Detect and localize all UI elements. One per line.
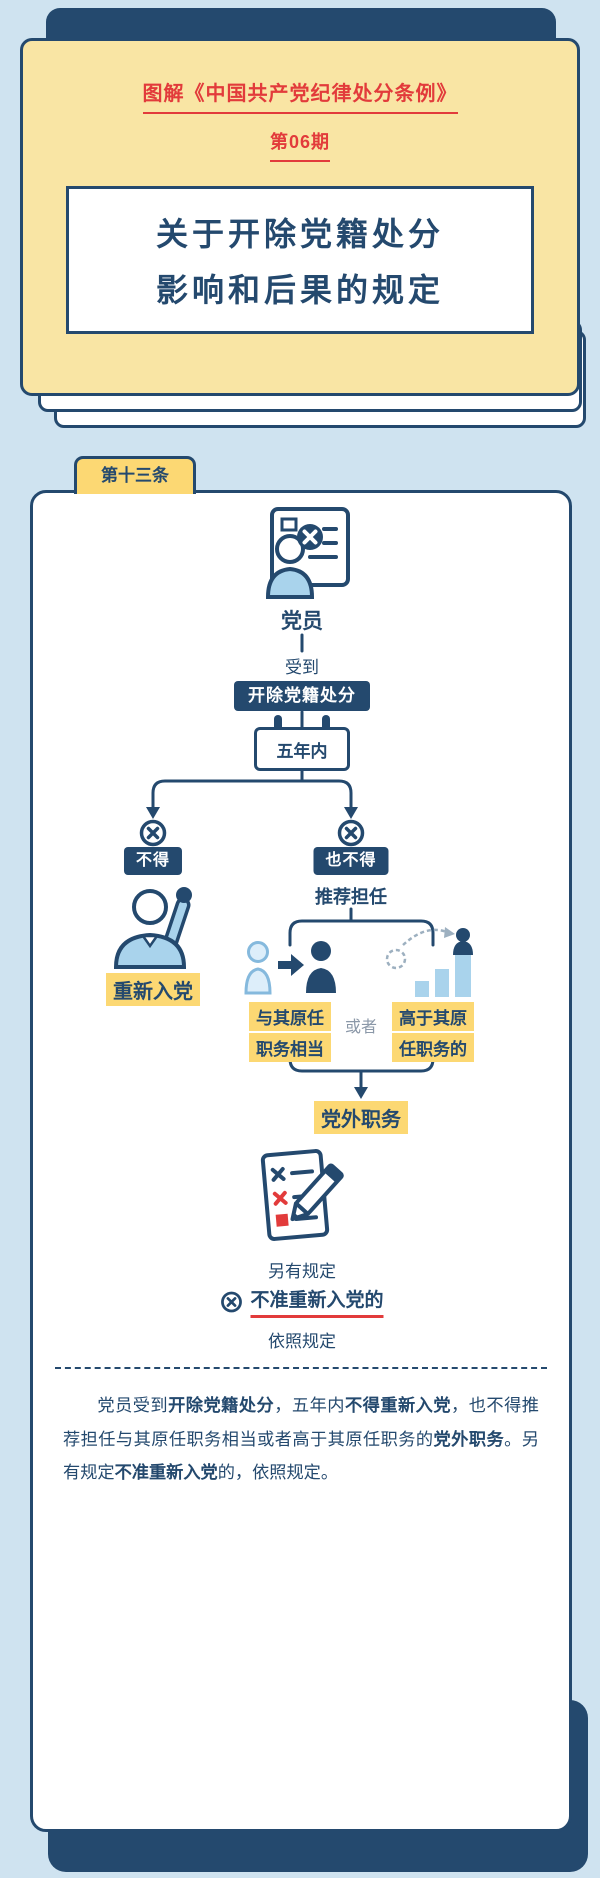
raised-fist-member-icon xyxy=(108,881,198,969)
summary-segment: 的，依照规定。 xyxy=(217,1462,339,1483)
cross-circle-icon xyxy=(220,1291,242,1313)
expelled-member-document-icon xyxy=(252,505,352,599)
cross-circle-icon xyxy=(139,819,167,847)
may-not-badge: 不得 xyxy=(123,847,183,875)
series-title: 图解《中国共产党纪律处分条例》 xyxy=(142,77,458,114)
cover-card: 图解《中国共产党纪律处分条例》 第06期 关于开除党籍处分 影响和后果的规定 xyxy=(20,38,580,396)
summary-segment: 。另有规定 xyxy=(63,1428,539,1483)
other-rule-label: 另有规定 xyxy=(268,1262,336,1281)
cover-title-line1: 关于开除党籍处分 xyxy=(155,216,444,252)
cover-title-line2: 影响和后果的规定 xyxy=(155,272,444,308)
summary-segment: 党员受到 xyxy=(97,1395,169,1415)
no-rejoin-label: 不准重新入党的 xyxy=(250,1285,384,1318)
higher-position-icon xyxy=(383,923,483,999)
or-label: 或者 xyxy=(344,1019,378,1036)
article-card: 党员 受到 开除党籍处分 五年内 不得 xyxy=(30,490,572,1832)
follow-rule-label: 依照规定 xyxy=(268,1332,336,1351)
also-may-not-badge: 也不得 xyxy=(313,847,389,875)
summary-segment: 党外职务 xyxy=(433,1428,505,1449)
member-label: 党员 xyxy=(281,610,323,633)
rejoin-highlight: 重新入党 xyxy=(106,973,200,1006)
summary-segment: 不得重新入党 xyxy=(344,1395,452,1415)
summary-segment: ，也不得推荐担任与其原任职务相当或者高于其原任职务的 xyxy=(63,1395,539,1449)
summary-segment: 不准重新入党 xyxy=(114,1462,218,1483)
article-tab: 第十三条 xyxy=(74,456,196,494)
flow-connector-lines xyxy=(146,633,435,1099)
equivalent-post-highlight: 与其原任 职务相当 xyxy=(249,1001,331,1063)
no-rejoin-row: 不准重新入党的 xyxy=(220,1285,384,1318)
calendar-ring-icon xyxy=(322,715,330,733)
summary-segment: ，五年内 xyxy=(274,1395,345,1415)
equivalent-transfer-icon xyxy=(242,937,338,995)
receives-label: 受到 xyxy=(285,658,319,677)
cross-circle-icon xyxy=(337,819,365,847)
calendar-ring-icon xyxy=(274,715,282,733)
summary-segment: 开除党籍处分 xyxy=(168,1395,275,1415)
five-year-calendar-icon: 五年内 xyxy=(254,715,350,771)
dashed-divider xyxy=(55,1367,547,1369)
higher-post-highlight: 高于其原 任职务的 xyxy=(392,1001,474,1063)
cover-title-box: 关于开除党籍处分 影响和后果的规定 xyxy=(66,186,534,334)
outside-post-highlight: 党外职务 xyxy=(314,1101,408,1134)
regulation-note-icon xyxy=(250,1145,354,1249)
recommend-label: 推荐担任 xyxy=(315,887,387,907)
summary-paragraph: 党员受到开除党籍处分，五年内不得重新入党，也不得推荐担任与其原任职务相当或者高于… xyxy=(63,1389,539,1490)
punishment-badge: 开除党籍处分 xyxy=(234,681,370,711)
period-label: 五年内 xyxy=(254,727,350,771)
issue-number: 第06期 xyxy=(269,128,331,162)
